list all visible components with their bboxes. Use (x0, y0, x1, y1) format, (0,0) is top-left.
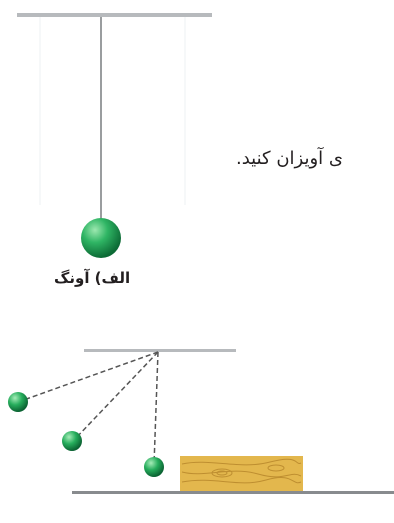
ceiling-bar (17, 13, 212, 17)
pendulum-bob (81, 218, 121, 258)
figure-a-caption: الف) آونگ (54, 269, 131, 287)
swing-bob-3 (144, 457, 164, 477)
swing-bob-1 (8, 392, 28, 412)
ceiling-bar-b (84, 349, 236, 352)
instruction-text: ی آویزان کنید. (236, 148, 343, 169)
swing-bob-2 (62, 431, 82, 451)
swing-paths (17, 351, 159, 466)
figure-b-swing (8, 349, 394, 494)
background-guides (39, 16, 186, 205)
figure-a-pendulum (17, 13, 212, 258)
floor-line (72, 491, 394, 494)
wooden-block (180, 456, 303, 491)
